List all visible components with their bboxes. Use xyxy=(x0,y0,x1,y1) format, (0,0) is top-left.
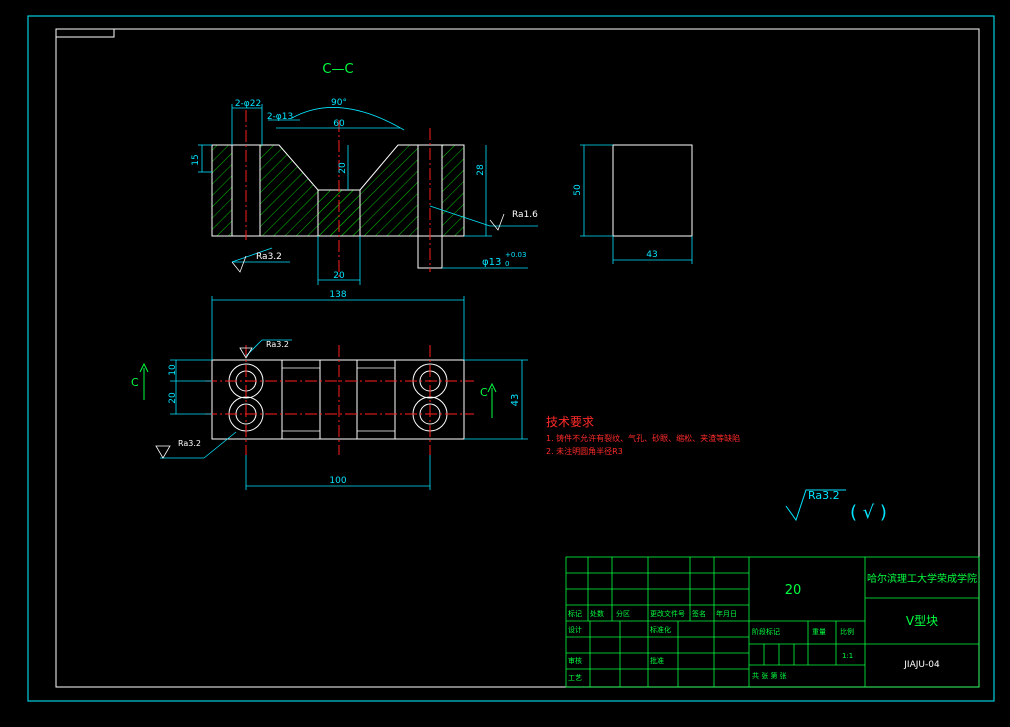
roughness-symbol-top xyxy=(489,213,505,231)
bore-tol-upper: +0.03 xyxy=(505,251,526,259)
label-signature: 签名 xyxy=(692,609,706,618)
dim-side-width: 43 xyxy=(646,250,657,260)
label-standard: 标准化 xyxy=(650,625,671,634)
dim-holes-large: 2-φ22 xyxy=(235,99,261,109)
plan-slot-right xyxy=(356,359,396,440)
dim-v-depth: 20 xyxy=(338,162,348,174)
plan-roughness-left: Ra3.2 xyxy=(178,439,201,448)
surface-finish-value: Ra3.2 xyxy=(808,489,840,502)
frame-corner-tab xyxy=(55,28,115,38)
label-mark: 标记 xyxy=(568,609,582,618)
dim-pitch-a: 10 xyxy=(168,364,178,376)
dim-left-height: 15 xyxy=(191,154,201,165)
section-label: C—C xyxy=(322,62,353,77)
plan-view: 138 100 10 20 43 Ra3.2 Ra3.2 C C xyxy=(131,290,528,490)
dim-angle: 90° xyxy=(331,98,347,108)
dim-slot-width: 20 xyxy=(333,271,345,281)
roughness-top: Ra1.6 xyxy=(512,210,538,220)
roughness-symbol-left xyxy=(231,255,247,273)
label-ratio: 比例 xyxy=(840,627,854,636)
dim-pitch-b: 20 xyxy=(168,392,178,404)
notes-line-1: 1. 铸件不允许有裂纹、气孔、砂眼、缩松、夹渣等缺陷 xyxy=(546,433,740,443)
label-count: 处数 xyxy=(590,609,604,618)
plan-body xyxy=(211,359,465,440)
label-zone: 分区 xyxy=(616,609,630,618)
label-approve: 批准 xyxy=(650,656,664,665)
label-process: 工艺 xyxy=(568,674,582,682)
school-name: 哈尔滨理工大学荣成学院 xyxy=(867,572,977,585)
plan-roughness-symbol xyxy=(239,347,253,359)
section-view: C—C xyxy=(191,62,538,285)
plan-slot-left xyxy=(281,359,321,440)
label-date: 年月日 xyxy=(716,609,737,618)
label-sheets: 共 张 第 张 xyxy=(752,671,787,680)
roughness-left: Ra3.2 xyxy=(256,252,282,262)
title-block xyxy=(565,556,980,688)
outer-frame xyxy=(27,15,995,702)
notes-line-2: 2. 未注明圆角半径R3 xyxy=(546,446,623,456)
surface-finish-symbol xyxy=(785,489,846,522)
plan-roughness-symbol-left xyxy=(155,445,171,459)
dim-overall-length: 138 xyxy=(329,290,346,300)
surface-finish-symbol-text: ( √ ) xyxy=(850,502,887,523)
dim-v-width: 60 xyxy=(333,119,345,129)
technical-notes: 技术要求 1. 铸件不允许有裂纹、气孔、砂眼、缩松、夹渣等缺陷 2. 未注明圆角… xyxy=(546,415,740,456)
part-name: V型块 xyxy=(906,614,938,628)
inner-frame xyxy=(55,28,980,688)
ratio-value: 1:1 xyxy=(842,652,853,660)
label-weight: 重量 xyxy=(812,628,826,636)
side-body xyxy=(612,144,693,237)
dim-hole-spacing: 100 xyxy=(329,476,346,486)
side-view: 50 43 xyxy=(573,144,693,264)
plan-roughness: Ra3.2 xyxy=(266,340,289,349)
scale-value: 20 xyxy=(785,583,802,598)
label-check: 审核 xyxy=(568,656,582,665)
drawing-number: JIAJU-04 xyxy=(903,660,940,670)
dim-holes-small: 2-φ13 xyxy=(267,112,293,122)
dim-total-height: 28 xyxy=(476,164,486,176)
label-stage-mark: 阶段标记 xyxy=(752,627,780,636)
label-change-doc: 更改文件号 xyxy=(650,609,685,618)
label-design: 设计 xyxy=(568,625,582,634)
dim-overall-width: 43 xyxy=(510,394,521,407)
surface-finish-note: Ra3.2 ( √ ) xyxy=(785,489,887,523)
bore-tol-lower: 0 xyxy=(505,260,509,268)
dim-side-height: 50 xyxy=(573,184,583,196)
bore-dim: φ13 xyxy=(482,257,501,268)
section-marker-left: C xyxy=(131,376,139,389)
section-marker-right: C xyxy=(480,386,488,399)
notes-title: 技术要求 xyxy=(546,415,594,429)
title-block-text: 20 哈尔滨理工大学荣成学院 V型块 JIAJU-04 标记 处数 分区 更改文… xyxy=(568,572,977,682)
